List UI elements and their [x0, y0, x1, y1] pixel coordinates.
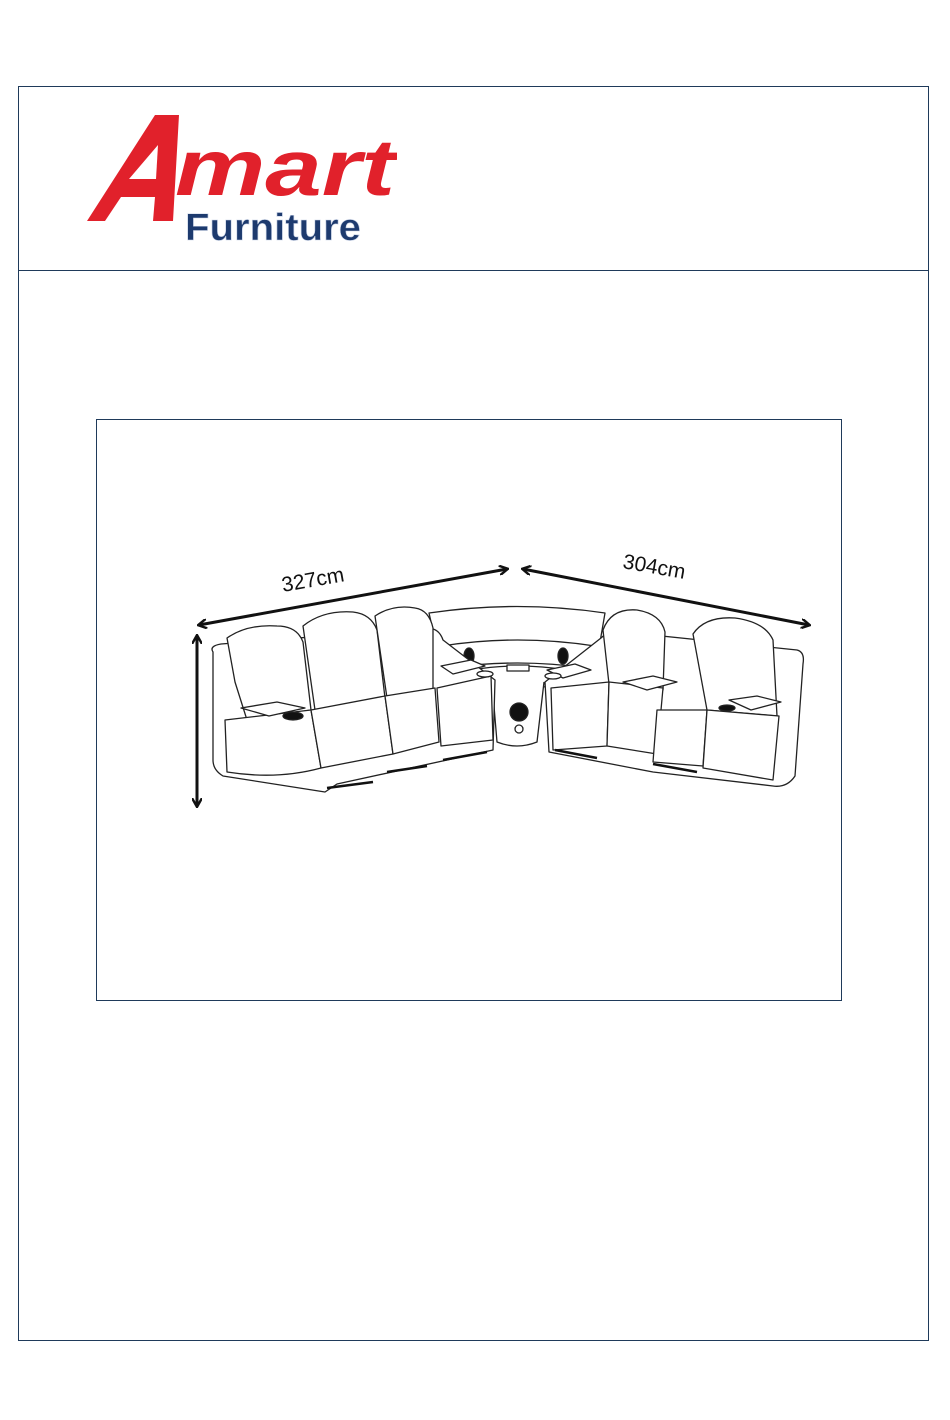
right-width-label: 304cm [621, 550, 687, 584]
right-speaker-icon [558, 648, 568, 664]
logo-wordmark-rest: mart [175, 123, 397, 212]
left-width-label: 327cm [280, 563, 346, 597]
subwoofer-icon [510, 703, 528, 721]
header: mart Furniture [19, 87, 928, 271]
right-cupholder-icon [719, 705, 735, 711]
amart-furniture-logo: mart Furniture [57, 109, 397, 249]
left-seat-4 [437, 676, 493, 746]
left-corner-cupholder-icon [477, 671, 493, 677]
logo-a-shape [61, 115, 179, 221]
product-drawing-panel: 327cm 304cm [96, 419, 842, 1001]
right-seat-4 [703, 710, 779, 780]
right-seat-1 [551, 682, 609, 750]
console-panel [507, 665, 529, 671]
logo-furniture-text: Furniture [185, 207, 361, 249]
left-seat-1 [225, 710, 321, 775]
sofa-outline [212, 607, 803, 793]
left-seat-3 [385, 688, 439, 754]
right-seat-3 [653, 710, 707, 766]
left-back-2 [303, 612, 385, 710]
small-speaker-icon [515, 725, 523, 733]
sofa-line-drawing: 327cm 304cm [97, 420, 841, 1000]
logo-mark: mart Furniture [57, 109, 397, 249]
left-cupholder-icon [283, 712, 303, 720]
right-corner-cupholder-icon [545, 673, 561, 679]
